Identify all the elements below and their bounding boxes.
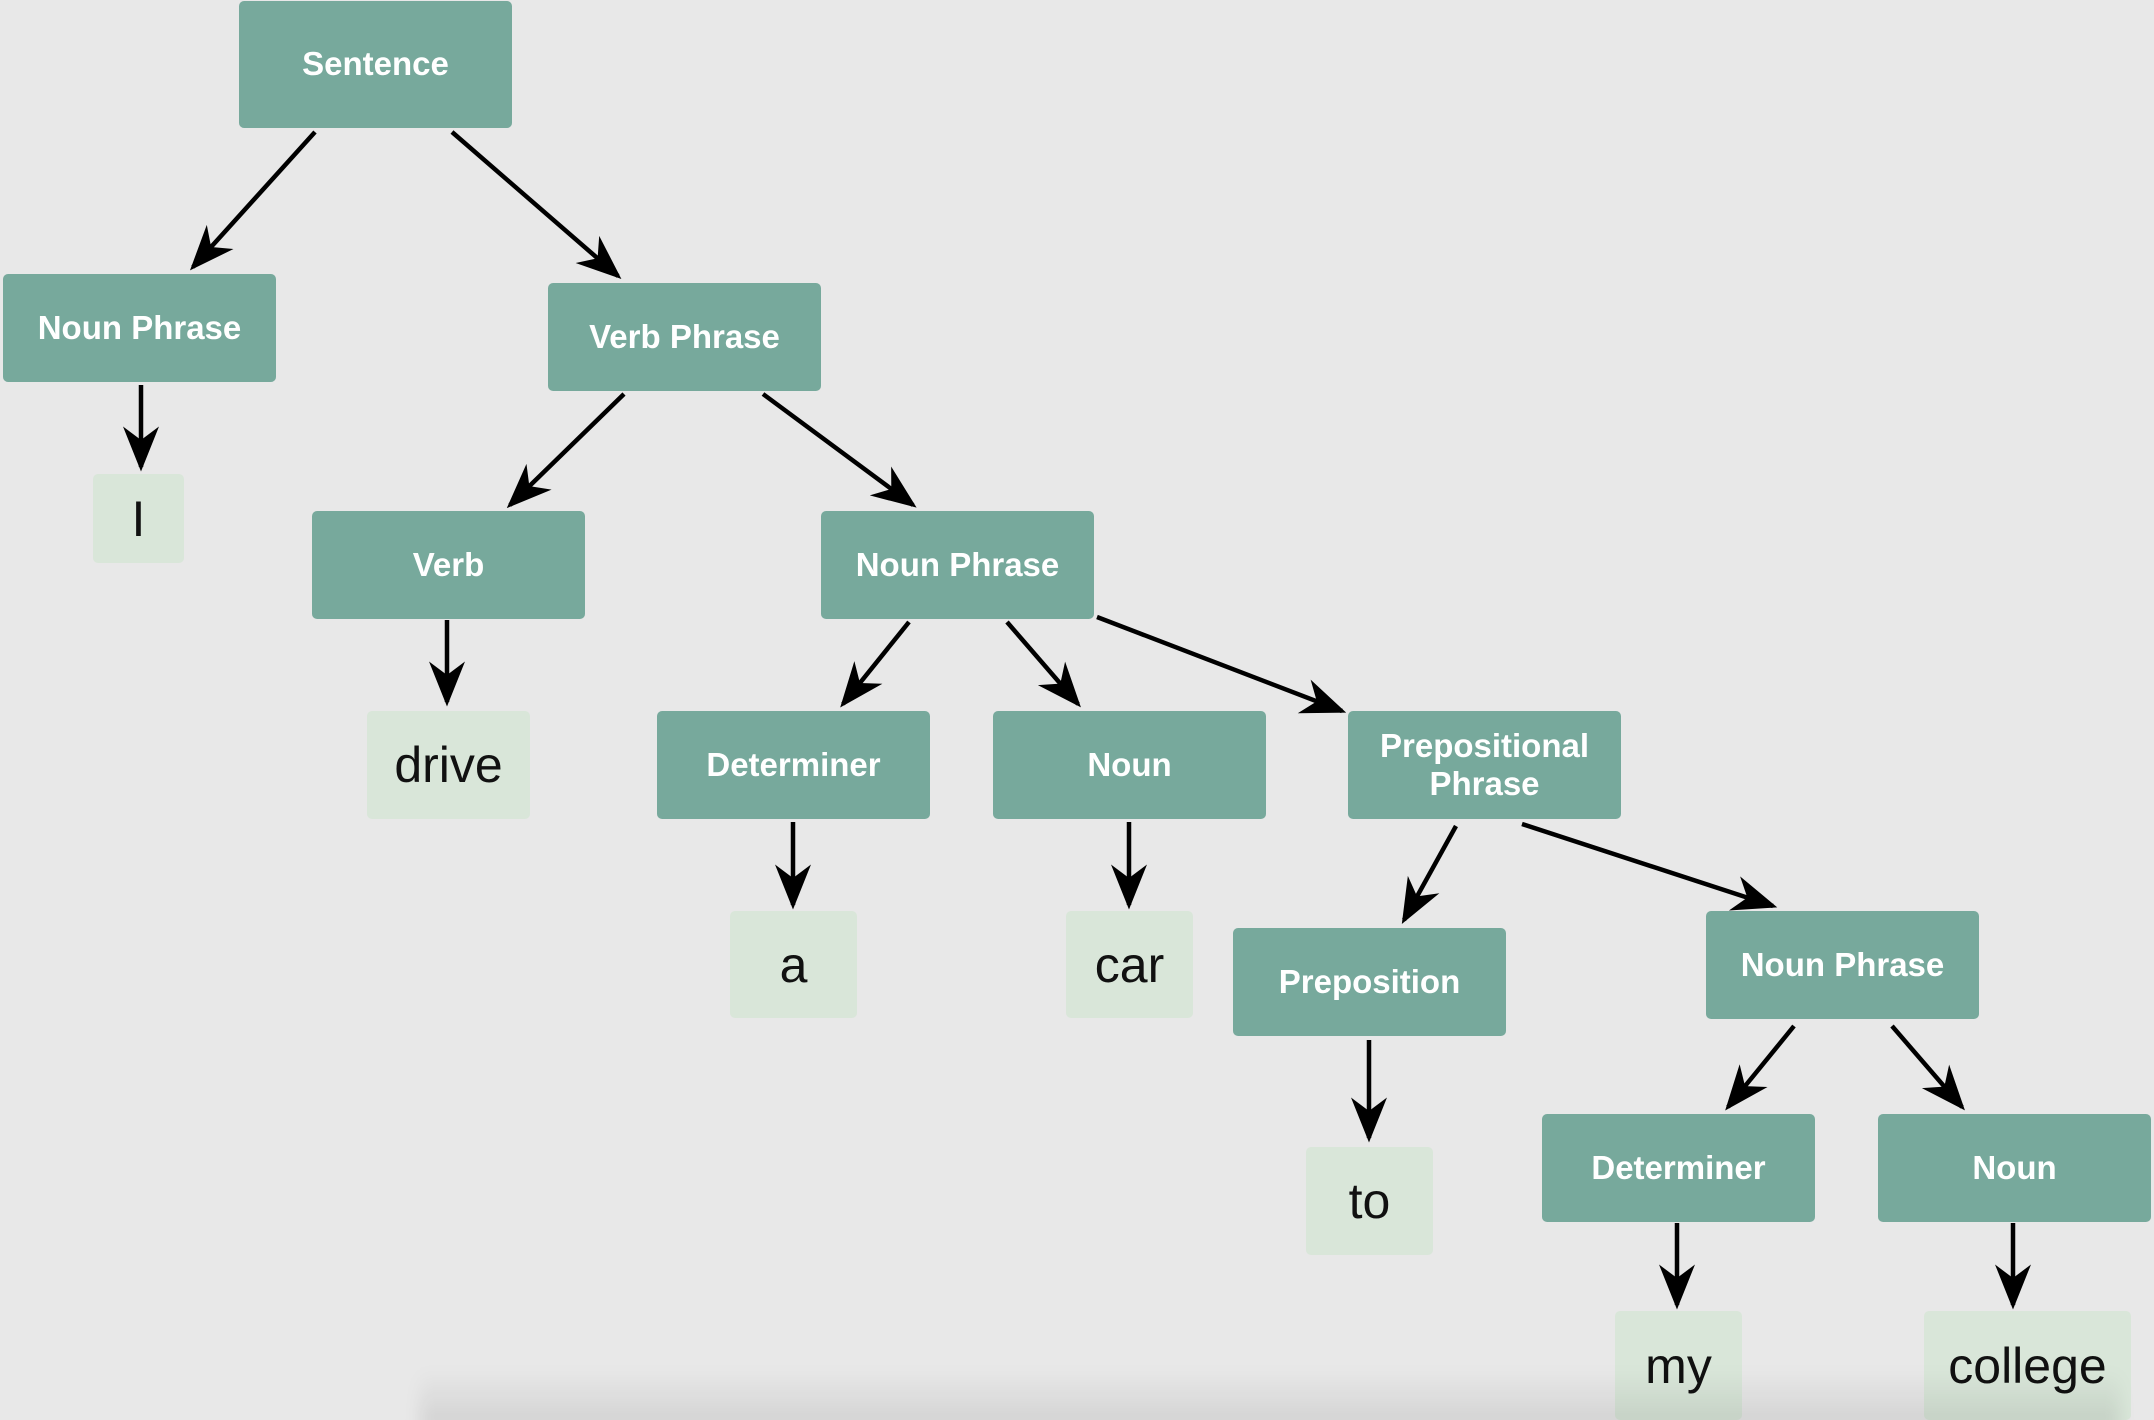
node-noun-phrase-object: Noun Phrase xyxy=(821,511,1094,619)
edge-vp-verb xyxy=(506,392,626,509)
word-to: to xyxy=(1306,1147,1433,1255)
node-prepositional-phrase: Prepositional Phrase xyxy=(1348,711,1621,819)
node-verb: Verb xyxy=(312,511,585,619)
node-noun-1: Noun xyxy=(993,711,1266,819)
word-a: a xyxy=(730,911,857,1018)
node-sentence: Sentence xyxy=(239,1,512,128)
node-verb-phrase: Verb Phrase xyxy=(548,283,821,391)
edge-pp-prep xyxy=(1401,824,1458,924)
word-my: my xyxy=(1615,1311,1742,1420)
edge-sentence-np xyxy=(189,130,317,271)
edge-vp-np xyxy=(761,392,917,508)
edge-np-det xyxy=(840,620,911,708)
bottom-shadow xyxy=(420,1370,2120,1420)
word-i: I xyxy=(93,474,184,563)
node-noun-2: Noun xyxy=(1878,1114,2151,1222)
edge-np-noun xyxy=(1005,620,1081,708)
node-preposition: Preposition xyxy=(1233,928,1506,1036)
node-noun-phrase-subject: Noun Phrase xyxy=(3,274,276,382)
edge-np-noun2 xyxy=(1890,1024,1965,1111)
edge-sentence-vp xyxy=(450,130,622,279)
word-college: college xyxy=(1924,1311,2131,1420)
edge-np-det2 xyxy=(1725,1024,1796,1111)
node-determiner-2: Determiner xyxy=(1542,1114,1815,1222)
node-determiner-1: Determiner xyxy=(657,711,930,819)
word-car: car xyxy=(1066,911,1193,1018)
node-noun-phrase-pp: Noun Phrase xyxy=(1706,911,1979,1019)
word-drive: drive xyxy=(367,711,530,819)
edge-pp-np xyxy=(1521,821,1778,911)
edge-np-pp xyxy=(1096,614,1347,714)
